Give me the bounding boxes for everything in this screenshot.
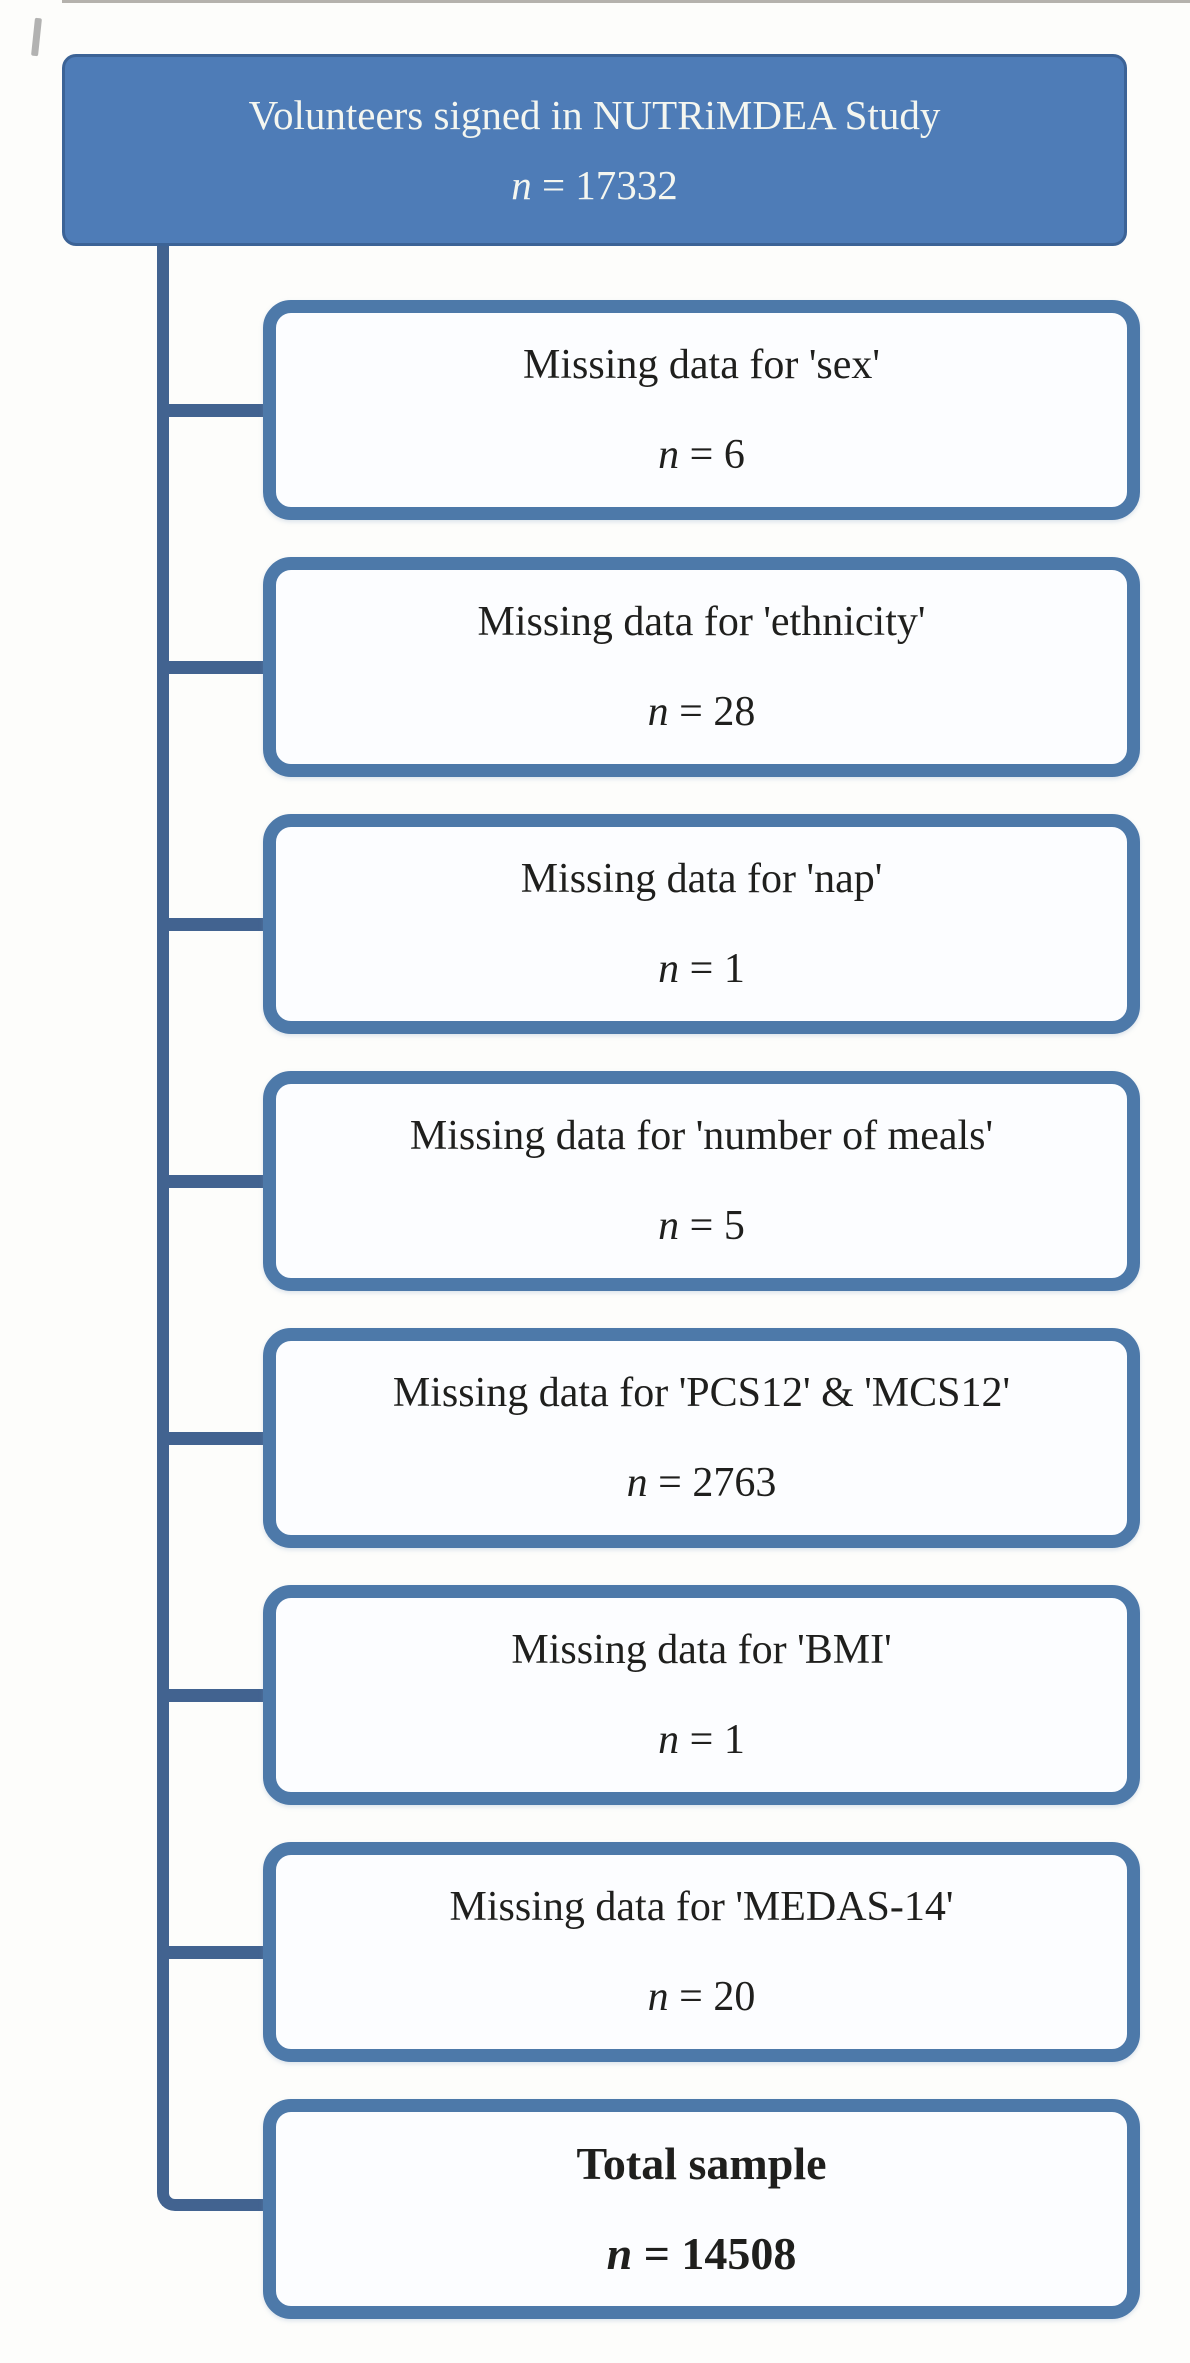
flow-box: Missing data for 'MEDAS-14' n = 20	[263, 1842, 1140, 2062]
n-symbol: n	[658, 432, 680, 478]
box-count: n = 1	[658, 924, 745, 1014]
box-count: n = 6	[658, 410, 745, 500]
box-count: n = 20	[648, 1952, 756, 2042]
connector-line	[163, 404, 267, 417]
n-symbol: n	[647, 689, 669, 735]
trunk-line	[157, 246, 263, 2211]
n-value: = 1	[679, 946, 745, 992]
box-label: Missing data for 'nap'	[520, 856, 883, 902]
box-count: n = 2763	[627, 1438, 777, 1528]
root-box-label: Volunteers signed in NUTRiMDEA Study	[248, 92, 941, 138]
box-label: Missing data for 'sex'	[523, 342, 880, 388]
connector-line	[163, 1946, 267, 1959]
box-count: n = 14508	[607, 2209, 797, 2299]
n-symbol: n	[606, 2228, 633, 2279]
n-value: = 20	[668, 1974, 756, 2020]
top-border-line	[62, 0, 1190, 3]
n-symbol: n	[511, 162, 532, 208]
box-count: n = 5	[658, 1181, 745, 1271]
n-symbol: n	[626, 1460, 648, 1506]
connector-line	[163, 1689, 267, 1702]
box-label: Total sample	[576, 2138, 827, 2189]
flow-box: Missing data for 'PCS12' & 'MCS12' n = 2…	[263, 1328, 1140, 1548]
box-label: Missing data for 'MEDAS-14'	[449, 1884, 954, 1930]
flow-box: Total sample n = 14508	[263, 2099, 1140, 2319]
box-label: Missing data for 'number of meals'	[409, 1113, 994, 1159]
flow-box: Missing data for 'number of meals' n = 5	[263, 1071, 1140, 1291]
n-symbol: n	[658, 1203, 680, 1249]
box-count: n = 28	[648, 667, 756, 757]
connector-line	[163, 918, 267, 931]
n-value: = 6	[679, 432, 745, 478]
connector-line	[163, 1175, 267, 1188]
connector-line	[163, 1432, 267, 1445]
top-left-artifact	[31, 17, 42, 57]
box-label: Missing data for 'BMI'	[511, 1627, 892, 1673]
n-symbol: n	[647, 1974, 669, 2020]
n-value: = 2763	[647, 1460, 777, 1506]
root-box: Volunteers signed in NUTRiMDEA Study n =…	[62, 54, 1127, 246]
n-value: = 14508	[632, 2228, 797, 2279]
flow-box: Missing data for 'nap' n = 1	[263, 814, 1140, 1034]
n-symbol: n	[658, 946, 680, 992]
box-label: Missing data for 'ethnicity'	[477, 599, 926, 645]
flow-box: Missing data for 'sex' n = 6	[263, 300, 1140, 520]
flow-box: Missing data for 'BMI' n = 1	[263, 1585, 1140, 1805]
n-value: = 5	[679, 1203, 745, 1249]
root-box-count: n = 17332	[511, 150, 678, 220]
box-count: n = 1	[658, 1695, 745, 1785]
flow-box: Missing data for 'ethnicity' n = 28	[263, 557, 1140, 777]
n-value: = 1	[679, 1717, 745, 1763]
box-label: Missing data for 'PCS12' & 'MCS12'	[392, 1370, 1011, 1416]
n-symbol: n	[658, 1717, 680, 1763]
n-value: = 17332	[531, 162, 678, 208]
connector-line	[163, 661, 267, 674]
n-value: = 28	[668, 689, 756, 735]
